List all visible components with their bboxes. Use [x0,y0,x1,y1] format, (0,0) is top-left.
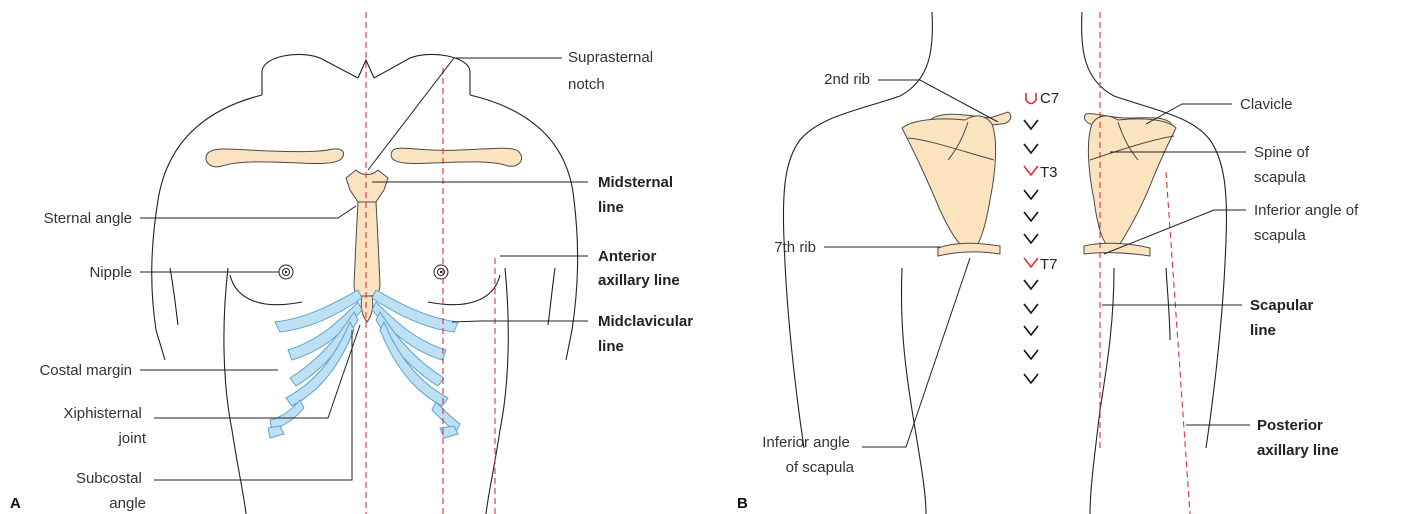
label-posterior-axillary-line: Posterior axillary line [1257,417,1339,459]
label-sternal-angle: Sternal angle [44,210,132,227]
label-suprasternal-notch: Suprasternal notch [568,49,657,93]
right-costal-cartilages [268,290,362,438]
t7-spinous-marker [1024,258,1038,267]
label-inferior-angle-of-scapula-right: Inferior angle of scapula [1254,202,1362,244]
left-7th-rib-shape [1084,243,1150,256]
vertebra-label-c7: C7 [1040,90,1059,107]
left-scapula-shape [1088,116,1176,250]
panel-b-leader-lines [824,80,1250,447]
spinous-processes-column [1024,93,1038,383]
label-spine-of-scapula: Spine of scapula [1254,144,1313,186]
label-subcostal-angle: Subcostal angle [76,470,146,512]
label-inferior-angle-of-scapula-left: Inferior angle of scapula [762,434,854,476]
right-7th-rib-shape [938,243,1000,256]
label-clavicle: Clavicle [1240,96,1293,113]
label-nipple: Nipple [89,264,132,281]
panel-a-anterior-view: Suprasternal notch Midsternal line Stern… [10,12,697,514]
c7-spinous-marker [1026,93,1036,104]
label-costal-margin: Costal margin [39,362,132,379]
label-midclavicular-line: Midclavicular line [598,313,697,355]
vertebra-label-t7: T7 [1040,256,1058,273]
label-anterior-axillary-line: Anterior axillary line [598,248,680,289]
label-scapular-line: Scapular line [1250,297,1318,339]
label-7th-rib: 7th rib [774,239,816,256]
left-nipple-shape [434,265,448,279]
label-midsternal-line: Midsternal line [598,174,677,216]
panel-b-letter: B [737,495,748,512]
left-costal-cartilages [372,290,460,438]
right-scapula-shape [902,116,996,252]
vertebra-label-t3: T3 [1040,164,1058,181]
panel-a-letter: A [10,495,21,512]
label-xiphisternal-joint: Xiphisternal joint [63,405,146,447]
posterior-axillary-line-marker [1166,172,1190,514]
panel-b-posterior-view: C7 T3 T7 2nd rib Clavicle Spine of scapu… [737,12,1362,514]
label-2nd-rib: 2nd rib [824,71,870,88]
right-nipple-shape [279,265,293,279]
right-clavicle-shape [206,149,344,167]
t3-spinous-marker [1024,166,1038,175]
left-clavicle-shape [391,148,521,166]
